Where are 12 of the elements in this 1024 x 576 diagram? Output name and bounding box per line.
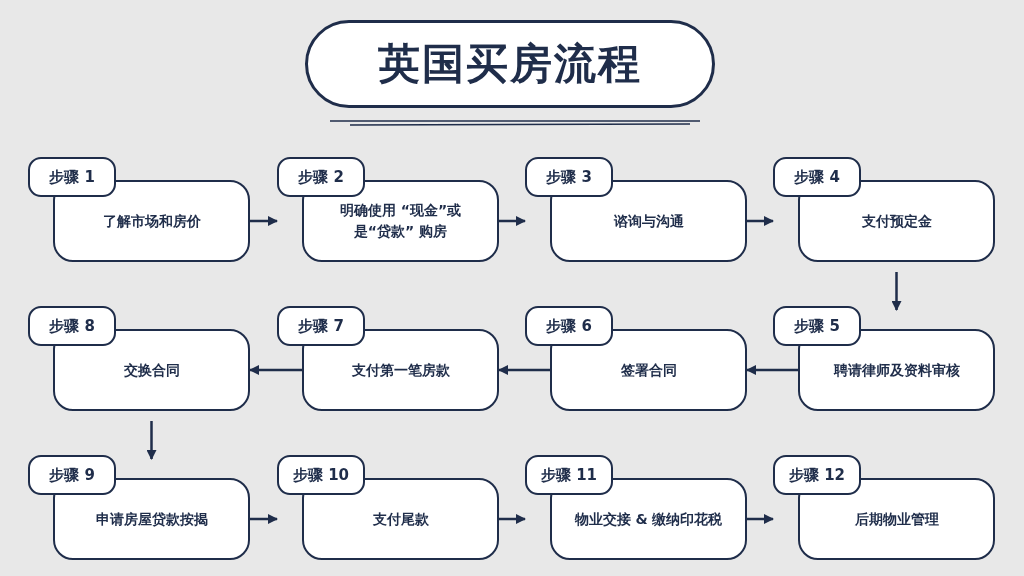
arrow (250, 216, 278, 226)
arrow (891, 272, 902, 311)
arrow (746, 365, 798, 375)
arrow (146, 421, 157, 460)
title-banner: 英国买房流程 (305, 20, 715, 108)
arrow (499, 514, 526, 524)
arrow (249, 365, 302, 375)
arrow (250, 514, 278, 524)
arrow (747, 514, 774, 524)
arrow (498, 365, 550, 375)
arrow (747, 216, 774, 226)
arrow (499, 216, 526, 226)
